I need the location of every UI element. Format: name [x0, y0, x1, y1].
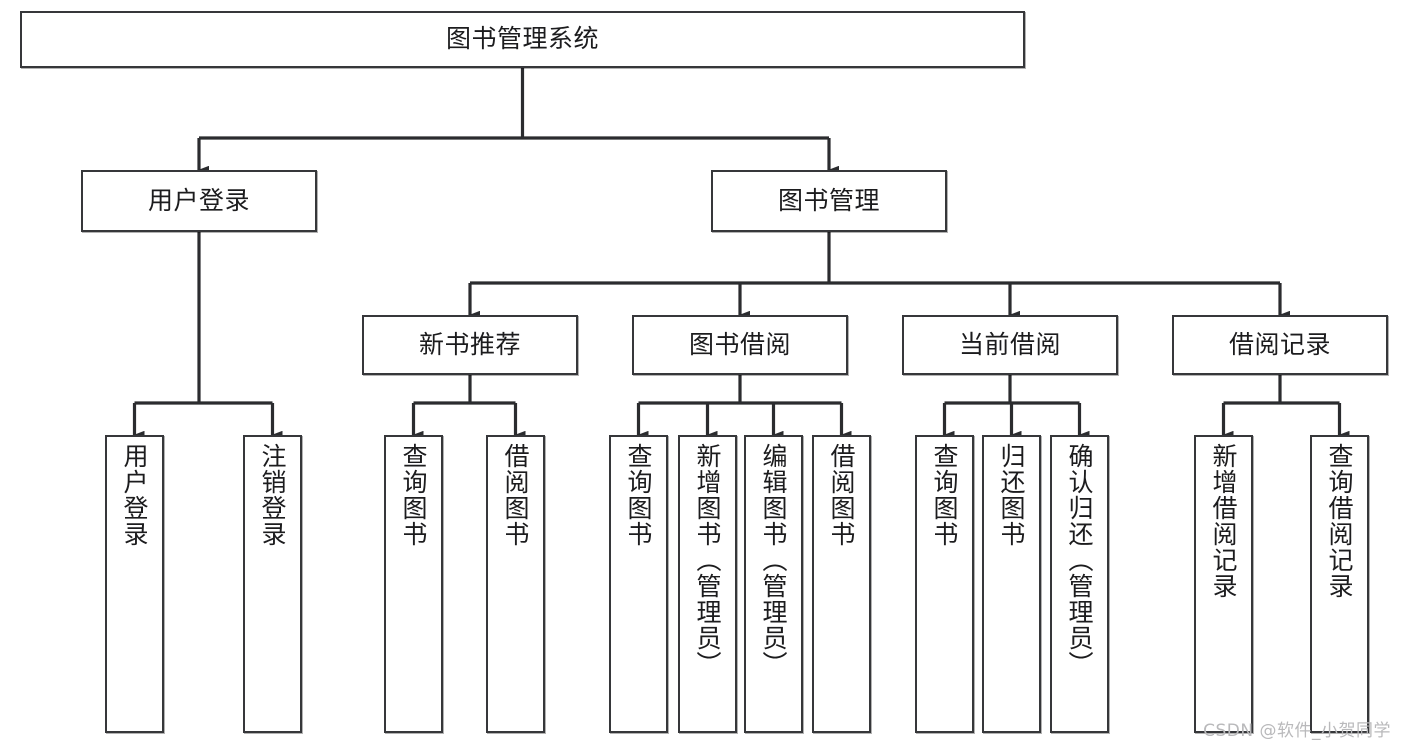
node-leaf-return-book[interactable]: 归还图书 [982, 435, 1041, 733]
node-label-root: 图书管理系统 [445, 24, 599, 54]
node-leaf-edit-book-admin[interactable]: 编辑图书（管理员） [744, 435, 803, 733]
node-book-borrow[interactable]: 图书借阅 [632, 315, 848, 375]
node-book-manage[interactable]: 图书管理 [711, 170, 947, 232]
node-user-login[interactable]: 用户登录 [81, 170, 317, 232]
node-label-new-book-recommend: 新书推荐 [418, 329, 521, 359]
node-label-leaf-query-borrow-record: 查询借阅记录 [1325, 443, 1354, 599]
node-label-leaf-borrow-book-rec: 借阅图书 [501, 443, 530, 547]
node-label-borrow-record: 借阅记录 [1228, 329, 1331, 359]
node-leaf-query-borrow-record[interactable]: 查询借阅记录 [1310, 435, 1369, 733]
node-root[interactable]: 图书管理系统 [20, 11, 1025, 68]
node-leaf-query-book-current[interactable]: 查询图书 [915, 435, 974, 733]
node-label-leaf-return-book: 归还图书 [997, 443, 1026, 547]
node-leaf-add-book-admin[interactable]: 新增图书（管理员） [678, 435, 737, 733]
node-leaf-confirm-return-admin[interactable]: 确认归还（管理员） [1050, 435, 1109, 733]
node-label-leaf-borrow-book: 借阅图书 [827, 443, 856, 547]
node-label-book-borrow: 图书借阅 [688, 329, 791, 359]
node-label-user-login: 用户登录 [147, 185, 250, 215]
node-label-leaf-confirm-return-admin: 确认归还（管理员） [1065, 443, 1094, 677]
node-leaf-query-book-rec[interactable]: 查询图书 [384, 435, 443, 733]
node-current-borrow[interactable]: 当前借阅 [902, 315, 1118, 375]
node-label-current-borrow: 当前借阅 [958, 329, 1061, 359]
node-leaf-user-login[interactable]: 用户登录 [105, 435, 164, 733]
node-borrow-record[interactable]: 借阅记录 [1172, 315, 1388, 375]
node-label-book-manage: 图书管理 [777, 185, 880, 215]
node-leaf-query-book-borrow[interactable]: 查询图书 [609, 435, 668, 733]
node-label-leaf-user-login: 用户登录 [120, 443, 149, 547]
node-leaf-logout-login[interactable]: 注销登录 [243, 435, 302, 733]
node-leaf-add-borrow-record[interactable]: 新增借阅记录 [1194, 435, 1253, 733]
node-label-leaf-add-borrow-record: 新增借阅记录 [1209, 443, 1238, 599]
node-label-leaf-query-book-current: 查询图书 [930, 443, 959, 547]
node-new-book-recommend[interactable]: 新书推荐 [362, 315, 578, 375]
node-label-leaf-edit-book-admin: 编辑图书（管理员） [759, 443, 788, 677]
node-label-leaf-logout-login: 注销登录 [258, 443, 287, 547]
node-label-leaf-query-book-rec: 查询图书 [399, 443, 428, 547]
node-leaf-borrow-book-rec[interactable]: 借阅图书 [486, 435, 545, 733]
node-label-leaf-query-book-borrow: 查询图书 [624, 443, 653, 547]
node-leaf-borrow-book[interactable]: 借阅图书 [812, 435, 871, 733]
node-label-leaf-add-book-admin: 新增图书（管理员） [693, 443, 722, 677]
